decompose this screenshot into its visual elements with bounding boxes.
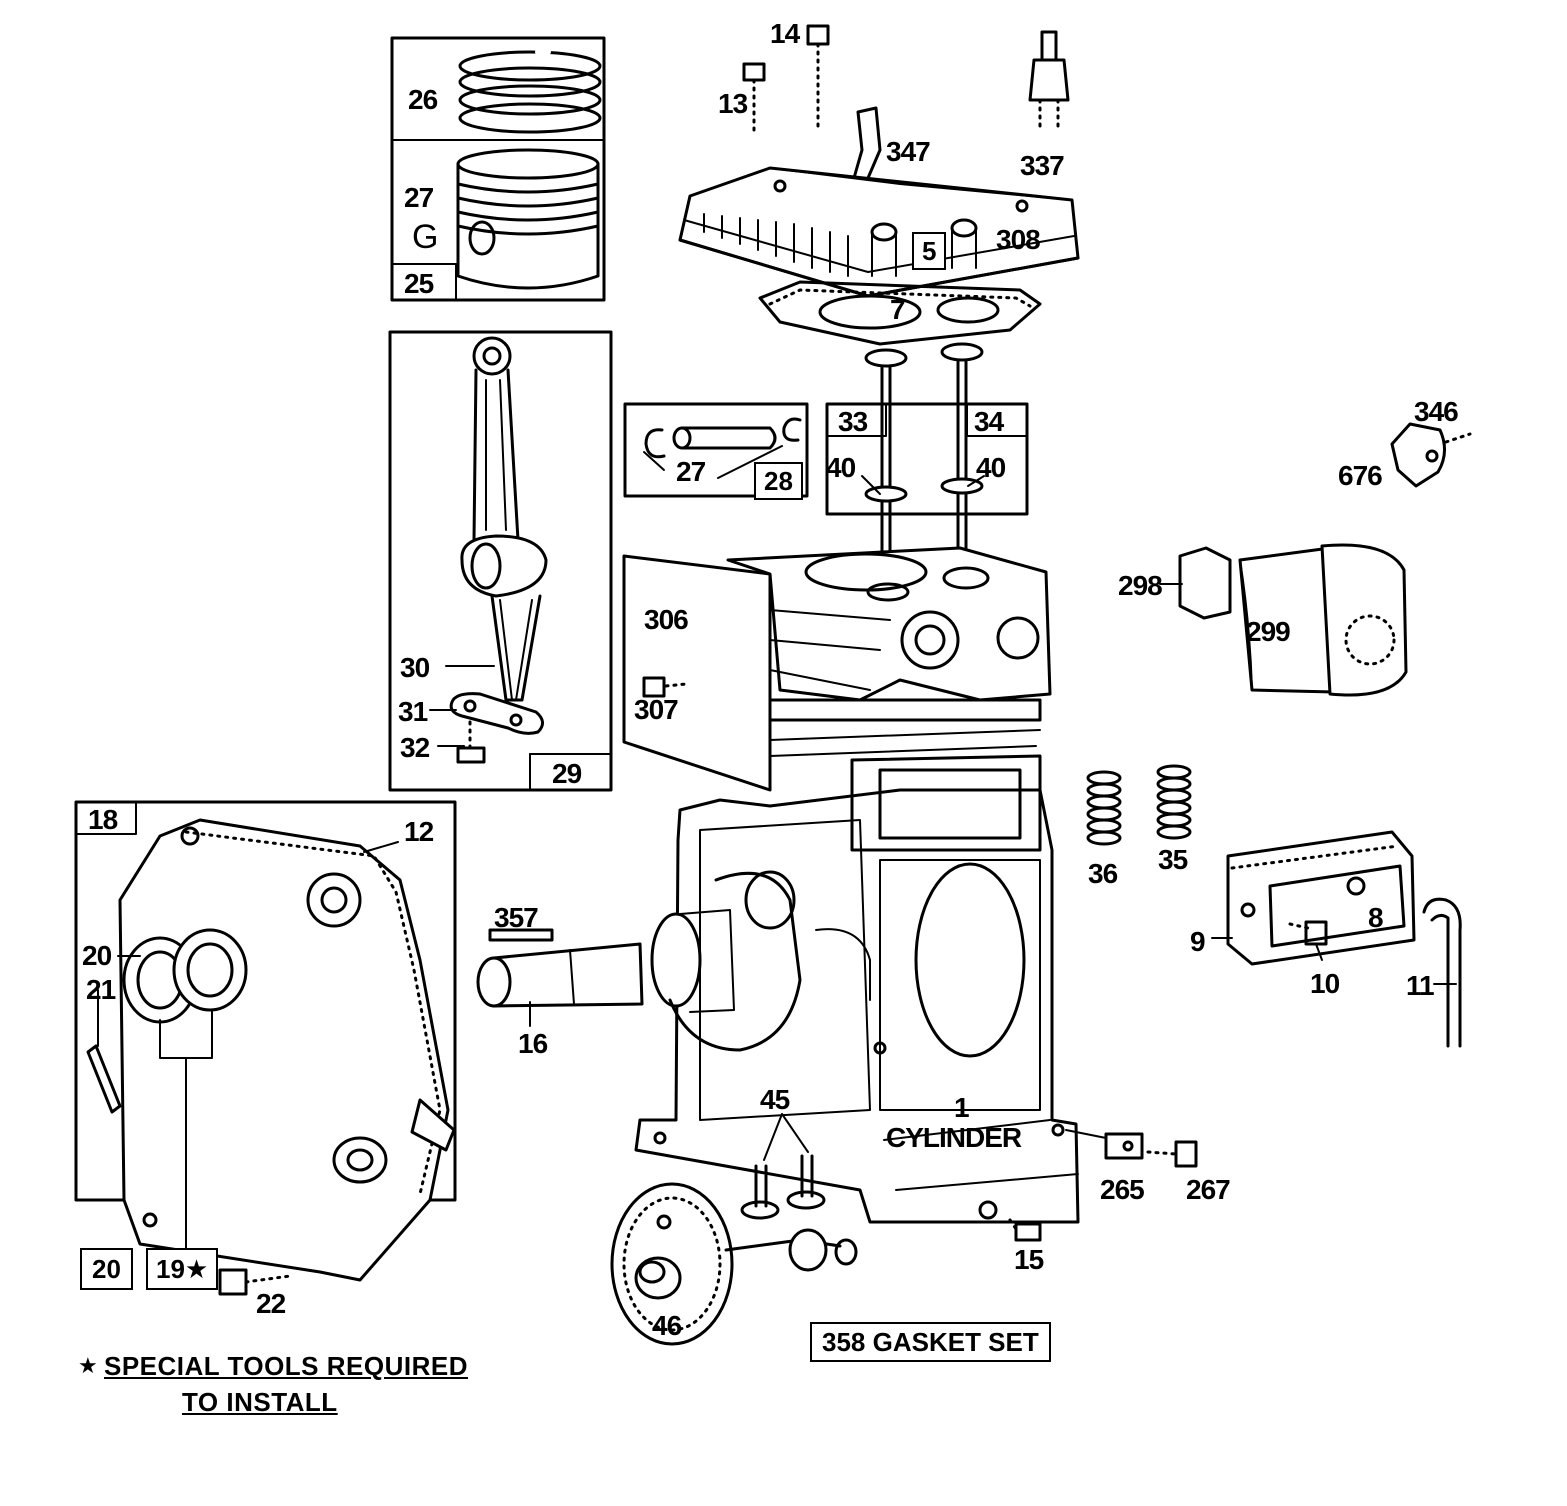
callout-31: 31 <box>398 696 428 727</box>
callout-298: 298 <box>1118 570 1163 601</box>
callout-15: 15 <box>1014 1244 1044 1275</box>
callout-40-intake: 40 <box>976 452 1006 483</box>
callout-28: 28 <box>754 462 803 500</box>
callout-27-pin: 27 <box>676 456 706 487</box>
callout-13: 13 <box>718 88 748 119</box>
crank-key <box>488 928 554 942</box>
leader-lines <box>97 445 1457 1161</box>
footnote-line-1: SPECIAL TOOLS REQUIRED <box>104 1351 468 1381</box>
cylinder-head <box>678 166 1080 298</box>
callout-265: 265 <box>1100 1174 1145 1205</box>
callout-36: 36 <box>1088 858 1118 889</box>
callout-14: 14 <box>770 18 800 49</box>
callout-35: 35 <box>1158 844 1188 875</box>
callout-10: 10 <box>1310 968 1340 999</box>
valve-tappets <box>740 1154 826 1220</box>
callout-11: 11 <box>1406 970 1435 1001</box>
callout-306: 306 <box>644 604 689 635</box>
crankshaft <box>476 870 871 1052</box>
callout-19: 19★ <box>146 1248 219 1290</box>
drain-plug <box>1008 1218 1042 1242</box>
callout-25: 25 <box>404 268 434 299</box>
muffler <box>1178 543 1408 697</box>
callout-21: 21 <box>86 974 116 1005</box>
callout-46: 46 <box>652 1310 682 1341</box>
muffler-deflector <box>1390 422 1472 488</box>
head-bolt-13 <box>742 62 766 132</box>
callout-18: 18 <box>88 804 118 835</box>
dowel-pin <box>86 1044 122 1114</box>
callout-267: 267 <box>1186 1174 1231 1205</box>
callout-22: 22 <box>256 1288 286 1319</box>
group-box-piston-pin <box>623 402 809 498</box>
intake-valve <box>940 342 984 558</box>
callout-12: 12 <box>404 816 434 847</box>
oil-seal <box>122 928 248 1024</box>
callout-357: 357 <box>494 902 539 933</box>
callout-27-piston: 27 <box>404 182 434 213</box>
callout-20-seal: 20 <box>82 940 112 971</box>
callout-346: 346 <box>1414 396 1459 427</box>
breather-tube <box>1422 897 1462 1048</box>
callout-34: 34 <box>974 406 1004 437</box>
callout-347: 347 <box>886 136 931 167</box>
camshaft-gear <box>610 1182 858 1346</box>
head-bolt-14 <box>806 24 830 128</box>
callout-32: 32 <box>400 732 430 763</box>
callout-8: 8 <box>1368 902 1384 933</box>
callout-7: 7 <box>890 294 906 325</box>
callout-30: 30 <box>400 652 430 683</box>
group-box-connecting-rod <box>388 330 613 792</box>
callout-29: 29 <box>552 758 582 789</box>
callout-299: 299 <box>1246 616 1291 647</box>
gasket-set-label: 358 GASKET SET <box>810 1322 1051 1362</box>
group-box-cover <box>74 800 457 1202</box>
callout-33: 33 <box>838 406 868 437</box>
exhaust-valve <box>864 348 908 562</box>
group-box-piston <box>390 36 606 302</box>
cylinder-shroud <box>622 554 772 792</box>
valve-spring-36 <box>1086 770 1122 846</box>
callout-308: 308 <box>996 224 1041 255</box>
callout-40-exhaust: 40 <box>826 452 856 483</box>
piston-pin <box>644 417 802 459</box>
valve-spring-35 <box>1156 764 1192 840</box>
piston-rings <box>458 49 602 134</box>
spark-plug <box>1028 30 1070 128</box>
cover-screw <box>218 1268 292 1296</box>
retainer-glyph: G <box>412 218 438 256</box>
head-gasket <box>758 280 1042 346</box>
piston <box>456 148 600 290</box>
callout-307: 307 <box>634 694 679 725</box>
callout-337: 337 <box>1020 150 1065 181</box>
footnote-line-2: TO INSTALL <box>182 1387 338 1417</box>
rod-bolt <box>456 720 486 764</box>
callout-20-box: 20 <box>80 1248 133 1290</box>
breather-assembly <box>1226 830 1416 966</box>
callout-5: 5 <box>912 232 947 270</box>
connecting-rod <box>460 336 548 702</box>
shroud-screw <box>642 676 688 698</box>
cylinder-label: CYLINDER <box>886 1122 1022 1153</box>
footnote-star: ★ <box>78 1353 98 1378</box>
callout-16: 16 <box>518 1028 548 1059</box>
callout-676: 676 <box>1338 460 1383 491</box>
oil-dipper <box>449 692 544 735</box>
clip-and-screw <box>1065 1129 1198 1168</box>
callout-45: 45 <box>760 1084 790 1115</box>
crankcase-cover <box>118 818 456 1282</box>
callout-1: 1 <box>954 1092 970 1123</box>
callout-26: 26 <box>408 84 438 115</box>
callout-9: 9 <box>1190 926 1206 957</box>
